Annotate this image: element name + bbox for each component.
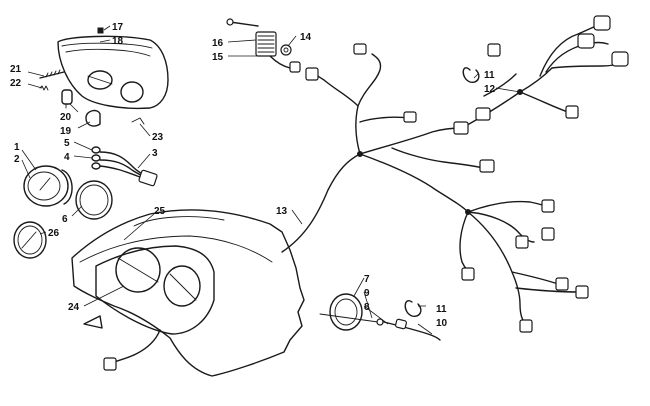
gauge-bezel-ring xyxy=(75,180,113,220)
bulb-socket xyxy=(85,109,101,127)
retainer-clip xyxy=(131,117,145,125)
callout-11-upper: 11 xyxy=(484,70,495,81)
callout-8: 8 xyxy=(364,302,370,313)
callout-25: 25 xyxy=(154,206,166,217)
callout-18: 18 xyxy=(112,36,124,47)
callout-1: 1 xyxy=(14,142,20,153)
voltage-regulator xyxy=(255,31,277,57)
gauge-wiring-pigtail xyxy=(99,151,158,187)
callout-16: 16 xyxy=(212,38,224,49)
regulator-nut xyxy=(280,44,292,56)
callout-3: 3 xyxy=(152,148,158,159)
regulator-lead xyxy=(269,55,301,73)
main-wiring-harness xyxy=(281,21,627,327)
speedometer-gauge xyxy=(23,165,73,207)
callout-22: 22 xyxy=(10,78,22,89)
leader-lines xyxy=(21,25,521,335)
callout-labels: 17 18 16 15 14 21 22 20 19 23 1 2 5 4 3 … xyxy=(10,22,496,329)
headlight-housing xyxy=(57,35,169,110)
callout-7: 7 xyxy=(364,274,370,285)
callout-2: 2 xyxy=(14,154,20,165)
callout-4: 4 xyxy=(64,152,70,163)
decal-tab xyxy=(83,315,103,329)
spring xyxy=(39,85,49,91)
retaining-ring-lower xyxy=(404,300,422,318)
callout-10: 10 xyxy=(436,318,448,329)
callout-23: 23 xyxy=(152,132,164,143)
callout-12: 12 xyxy=(484,84,496,95)
regulator-bolt xyxy=(226,18,259,27)
mounting-clip xyxy=(97,27,104,34)
callout-6: 6 xyxy=(62,214,68,225)
harness-connectors xyxy=(305,15,629,333)
gauge-lens xyxy=(13,221,47,259)
adjusting-screw xyxy=(39,69,65,79)
callout-14: 14 xyxy=(300,32,312,43)
callout-21: 21 xyxy=(10,64,22,75)
callout-19: 19 xyxy=(60,126,72,137)
callout-11-lower: 11 xyxy=(436,304,447,315)
tachometer-gauge xyxy=(319,293,379,331)
callout-9: 9 xyxy=(364,288,370,299)
console-dash-panel xyxy=(71,209,305,377)
callout-24: 24 xyxy=(68,302,80,313)
headlight-bulb xyxy=(61,89,73,109)
callout-17: 17 xyxy=(112,22,124,33)
callout-13: 13 xyxy=(276,206,288,217)
gauge-bulbs xyxy=(91,146,101,170)
retaining-ring-upper xyxy=(462,67,480,84)
callout-26: 26 xyxy=(48,228,60,239)
callout-20: 20 xyxy=(60,112,72,123)
console-wiring xyxy=(103,329,161,371)
harness-junction-dots xyxy=(357,89,523,215)
callout-5: 5 xyxy=(64,138,70,149)
callout-15: 15 xyxy=(212,52,224,63)
tach-bulb-and-lead xyxy=(376,318,441,341)
